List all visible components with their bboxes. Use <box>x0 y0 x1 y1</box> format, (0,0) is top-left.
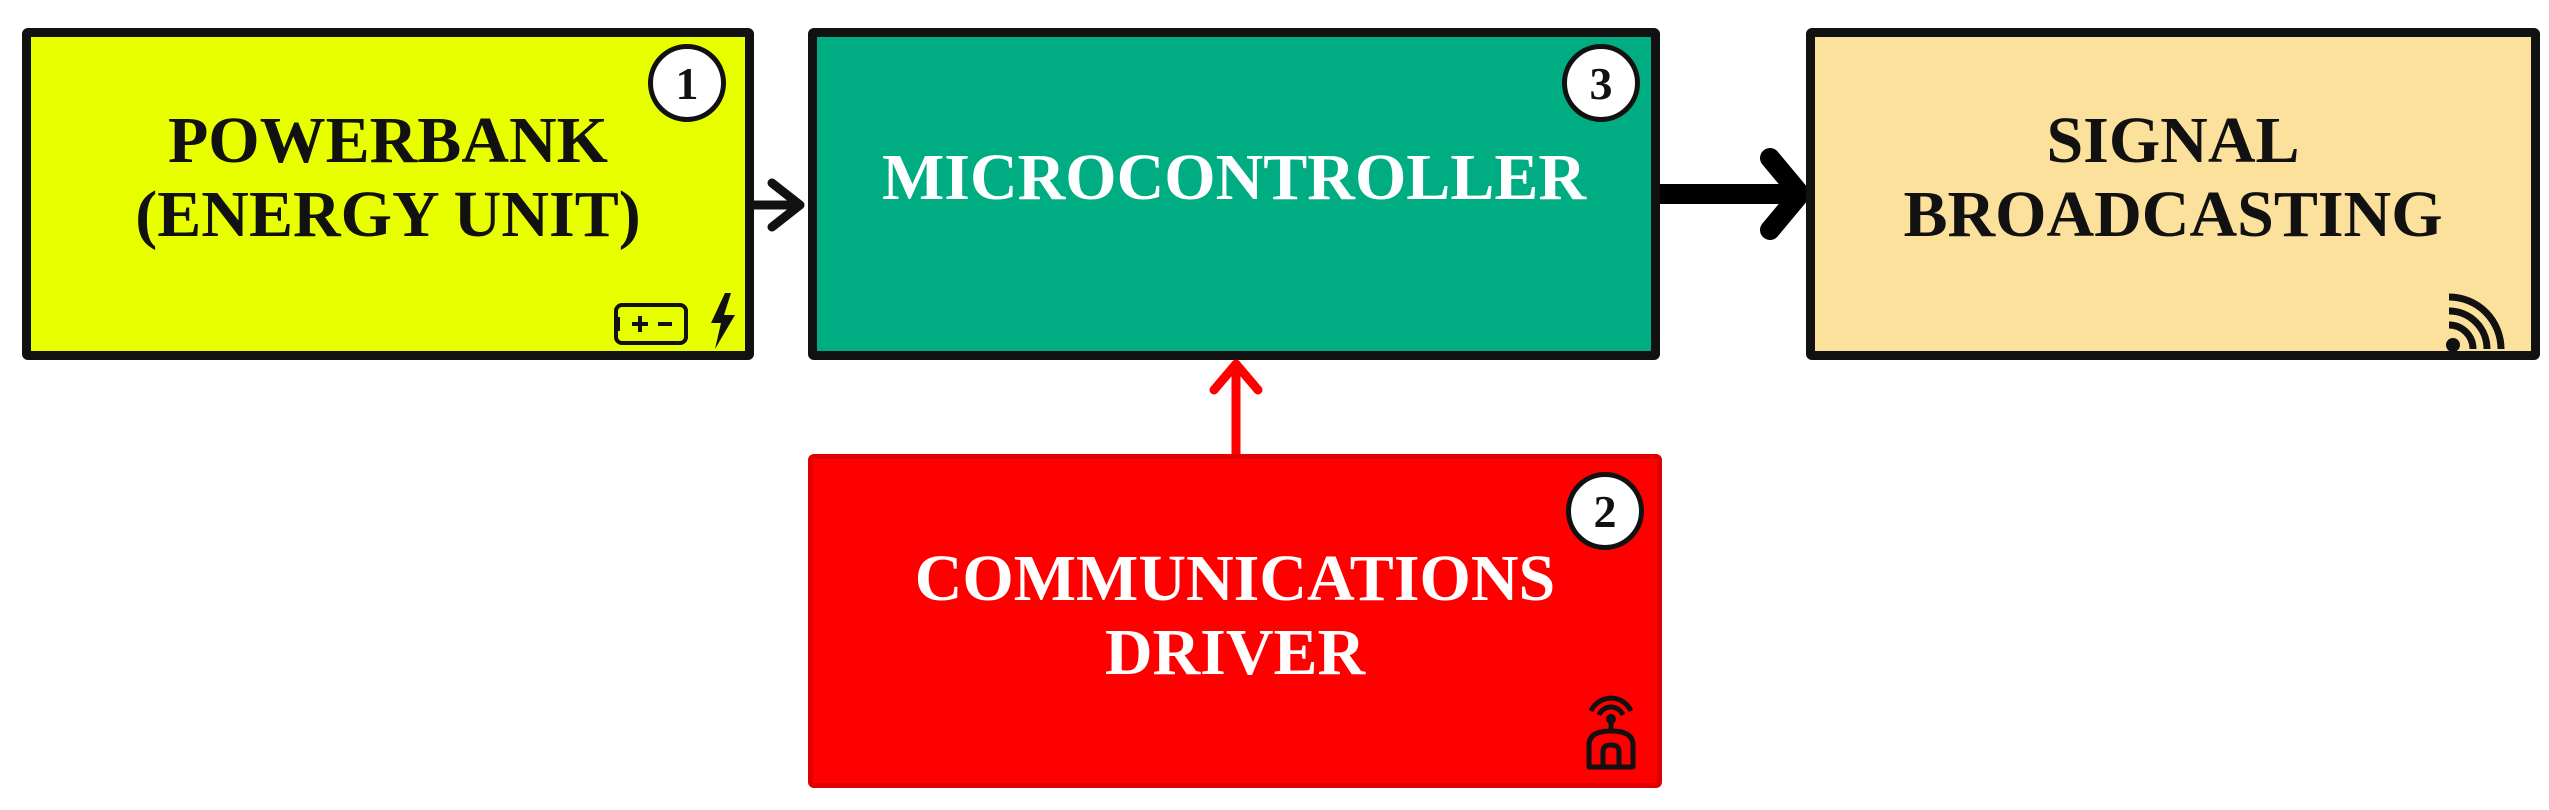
microcontroller-label: MICROCONTROLLER <box>881 141 1587 215</box>
powerbank-block: POWERBANK (ENERGY UNIT) <box>22 28 754 360</box>
communications-driver-block: COMMUNICATIONS DRIVER <box>808 454 1662 788</box>
lightning-icon <box>711 293 735 349</box>
wifi-signal-icon <box>2446 293 2505 352</box>
communications-title: COMMUNICATIONS <box>914 542 1556 616</box>
microcontroller-block: MICROCONTROLLER <box>808 28 1660 360</box>
signal-subtitle: BROADCASTING <box>1903 178 2443 251</box>
arrow-power-to-mcu <box>754 178 805 232</box>
signal-broadcasting-label: SIGNAL BROADCASTING <box>1903 104 2442 252</box>
battery-icon <box>614 303 688 345</box>
signal-title: SIGNAL <box>2046 104 2300 178</box>
arrow-mcu-to-signal <box>1650 148 1810 240</box>
communications-subtitle: DRIVER <box>1104 616 1366 689</box>
communications-driver-label: COMMUNICATIONS DRIVER <box>915 542 1555 690</box>
antenna-icon <box>1586 695 1636 770</box>
powerbank-subtitle: (ENERGY UNIT) <box>135 178 641 251</box>
step-number-badge-1: 1 <box>648 44 726 122</box>
signal-broadcasting-block: SIGNAL BROADCASTING <box>1806 28 2540 360</box>
step-number-badge-3: 3 <box>1562 44 1640 122</box>
powerbank-label: POWERBANK (ENERGY UNIT) <box>135 104 640 252</box>
arrow-comm-to-mcu <box>1209 359 1263 456</box>
step-number-badge-2: 2 <box>1566 472 1644 550</box>
powerbank-title: POWERBANK <box>167 104 608 178</box>
